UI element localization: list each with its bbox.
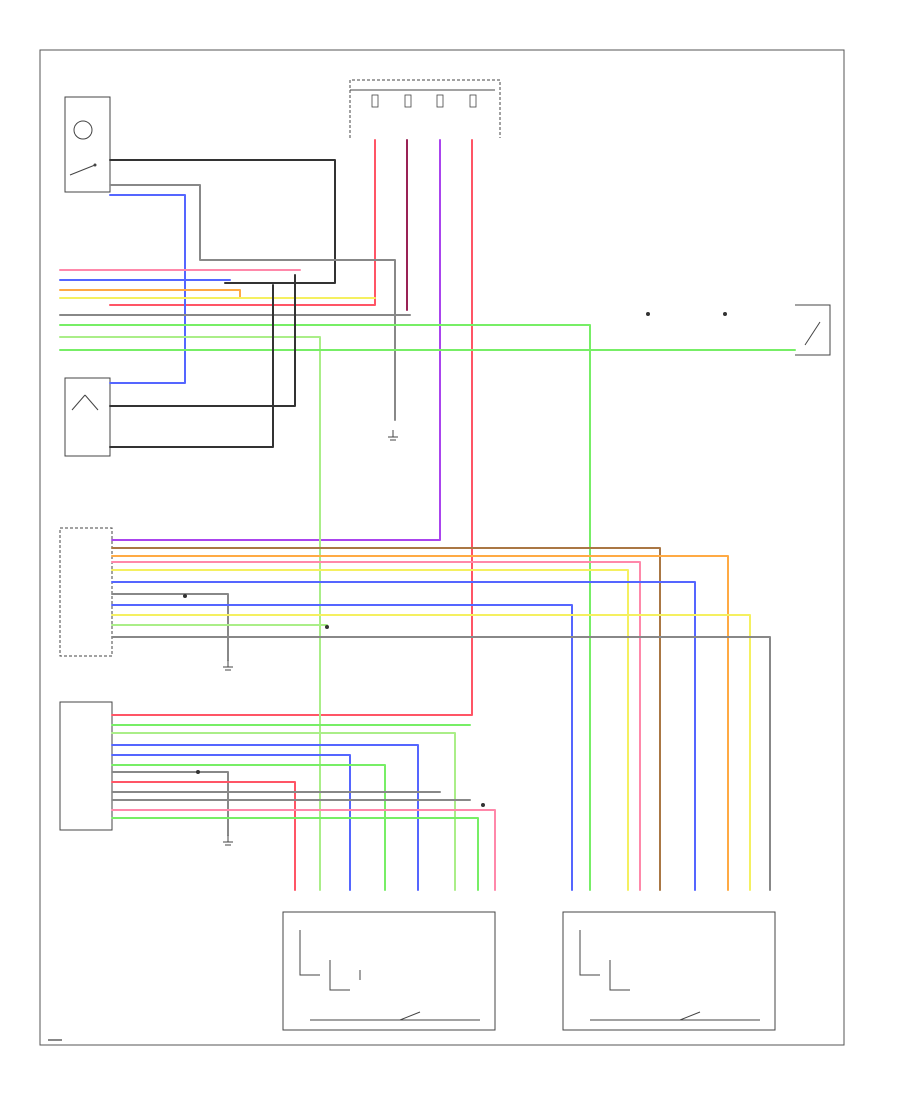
rm-11 <box>111 817 479 891</box>
band-6 <box>59 324 591 891</box>
mirror-switch-middle <box>64 377 111 457</box>
lm-5 <box>111 581 696 891</box>
band-3 <box>59 289 241 298</box>
rm-10 <box>111 809 496 891</box>
rm-7 <box>111 781 296 891</box>
fuse-wire-1 <box>109 139 376 306</box>
fuse-wire-3 <box>111 139 441 541</box>
switch-icon <box>804 321 821 346</box>
lm-10 <box>111 636 771 891</box>
sw-mid-1 <box>109 274 296 407</box>
lm-2 <box>111 555 729 891</box>
mirror-motor-left <box>562 911 776 1031</box>
band-7 <box>59 336 321 891</box>
sw-top-2 <box>109 184 396 421</box>
fuse-panel <box>349 79 501 138</box>
wire-layer <box>59 139 796 891</box>
diagram-frame <box>39 49 845 1046</box>
ground-icon <box>223 430 398 846</box>
switch-icon <box>69 163 97 176</box>
rm-6 <box>111 771 229 836</box>
lm-6 <box>111 593 229 661</box>
fuse-icon <box>371 94 477 108</box>
switch-icon <box>71 394 99 411</box>
mirror-motor-icon <box>299 930 480 1021</box>
splice-icon <box>183 312 727 807</box>
mirror-motor-right <box>282 911 496 1031</box>
mirror-motor-icon <box>579 930 760 1021</box>
mirror-switch-top <box>64 96 111 193</box>
sw-mid-2 <box>109 284 274 448</box>
rm-3 <box>111 744 419 891</box>
sw-top-1 <box>109 159 336 284</box>
lm-4 <box>111 569 629 891</box>
lm-1 <box>111 547 661 891</box>
lm-8 <box>111 614 751 891</box>
lm-7 <box>111 604 573 891</box>
lm-3 <box>111 561 641 891</box>
rm-2 <box>111 732 456 891</box>
rm-4 <box>111 754 351 891</box>
fuse-wire-4 <box>111 139 473 716</box>
rm-5 <box>111 764 386 891</box>
left-door-module <box>59 527 113 657</box>
right-side-switch <box>795 304 831 356</box>
right-door-module <box>59 701 113 831</box>
